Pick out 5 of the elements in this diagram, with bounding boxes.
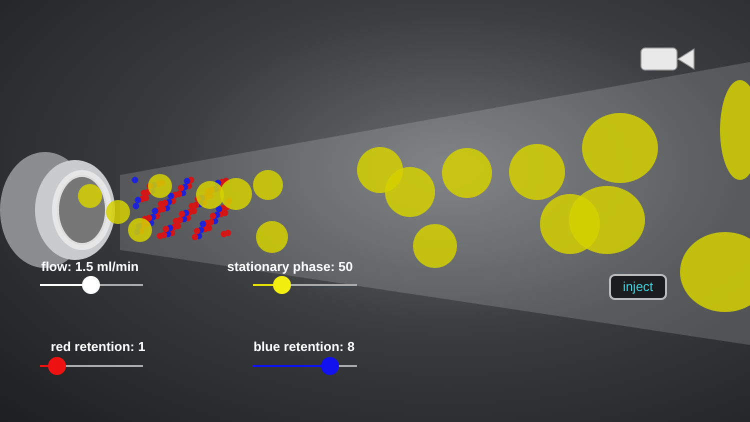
inject-button: inject: [609, 274, 667, 300]
slider-label: stationary phase: 50: [227, 259, 353, 274]
slider-label: red retention: 1: [50, 339, 146, 354]
slider-label: flow: 1.5 ml/min: [41, 259, 139, 274]
slider-label: blue retention: 8: [253, 339, 355, 354]
